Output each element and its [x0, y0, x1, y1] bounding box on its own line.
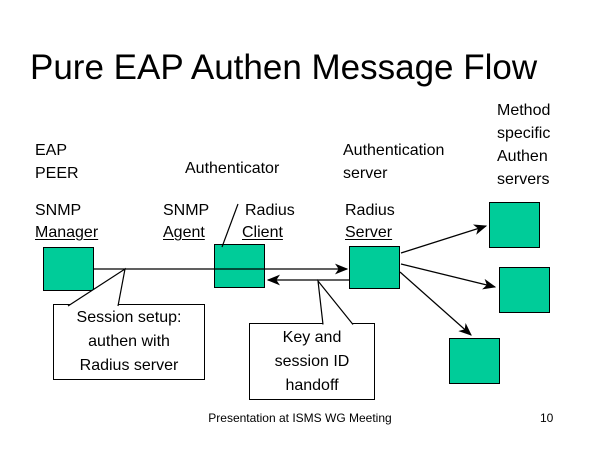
label-method-servers-line4: servers [497, 171, 550, 188]
page-number: 10 [540, 411, 554, 425]
label-radius-server-top: Radius [345, 202, 395, 219]
radius-server-node [349, 246, 400, 289]
arrow-to-method-server-1 [400, 224, 488, 254]
callout-key-handoff: Key and session ID handoff [249, 323, 375, 400]
label-eap-peer-line1: EAP [35, 142, 68, 159]
callout-key-handoff-line2: session ID [274, 353, 350, 370]
label-method-servers-line2: specific [497, 125, 551, 142]
label-snmp-manager-bottom: Manager [35, 224, 99, 241]
label-method-servers: Method specific Authen servers [497, 99, 550, 191]
arrow-to-method-server-2 [400, 263, 497, 290]
callout-key-handoff-line1: Key and [282, 329, 342, 346]
label-radius-server-bottom: Server [345, 224, 393, 241]
label-authentication-server-line1: Authentication [343, 142, 445, 159]
label-snmp-manager-top: SNMP [35, 202, 82, 219]
callout-key-handoff-line3: handoff [285, 377, 339, 394]
label-snmp-agent-top: SNMP [163, 202, 210, 219]
label-radius-client-bottom: Client [242, 224, 283, 241]
snmp-manager-node [43, 247, 94, 291]
label-snmp-agent-bottom: Agent [163, 224, 205, 241]
label-snmp-manager: SNMP Manager [35, 200, 98, 244]
key-handoff-callout-pointer [317, 279, 354, 325]
callout-session-setup: Session setup: authen with Radius server [53, 304, 205, 380]
label-method-servers-line3: Authen [497, 148, 548, 165]
label-radius-client-top: Radius [245, 202, 295, 219]
label-eap-peer: EAP PEER [35, 139, 79, 185]
label-authentication-server-line2: server [343, 165, 388, 182]
method-server-node-3 [449, 338, 500, 384]
label-radius-client: Radius Client [242, 200, 295, 244]
agent-client-slash-line [221, 203, 239, 248]
label-authentication-server: Authentication server [343, 139, 444, 185]
label-authenticator: Authenticator [185, 160, 280, 177]
method-server-node-1 [489, 202, 540, 248]
footer-text: Presentation at ISMS WG Meeting [208, 411, 392, 425]
arrow-to-method-server-3 [399, 271, 472, 336]
label-eap-peer-line2: PEER [35, 165, 79, 182]
method-server-node-2 [499, 267, 550, 313]
callout-session-setup-line3: Radius server [79, 357, 179, 374]
label-method-servers-line1: Method [497, 102, 551, 119]
callout-session-setup-line1: Session setup: [76, 309, 182, 326]
label-radius-server: Radius Server [345, 200, 395, 244]
callout-session-setup-line2: authen with [88, 333, 170, 350]
label-snmp-agent: SNMP Agent [163, 200, 209, 244]
slide-title: Pure EAP Authen Message Flow [30, 48, 538, 87]
agent-client-node [214, 244, 265, 288]
